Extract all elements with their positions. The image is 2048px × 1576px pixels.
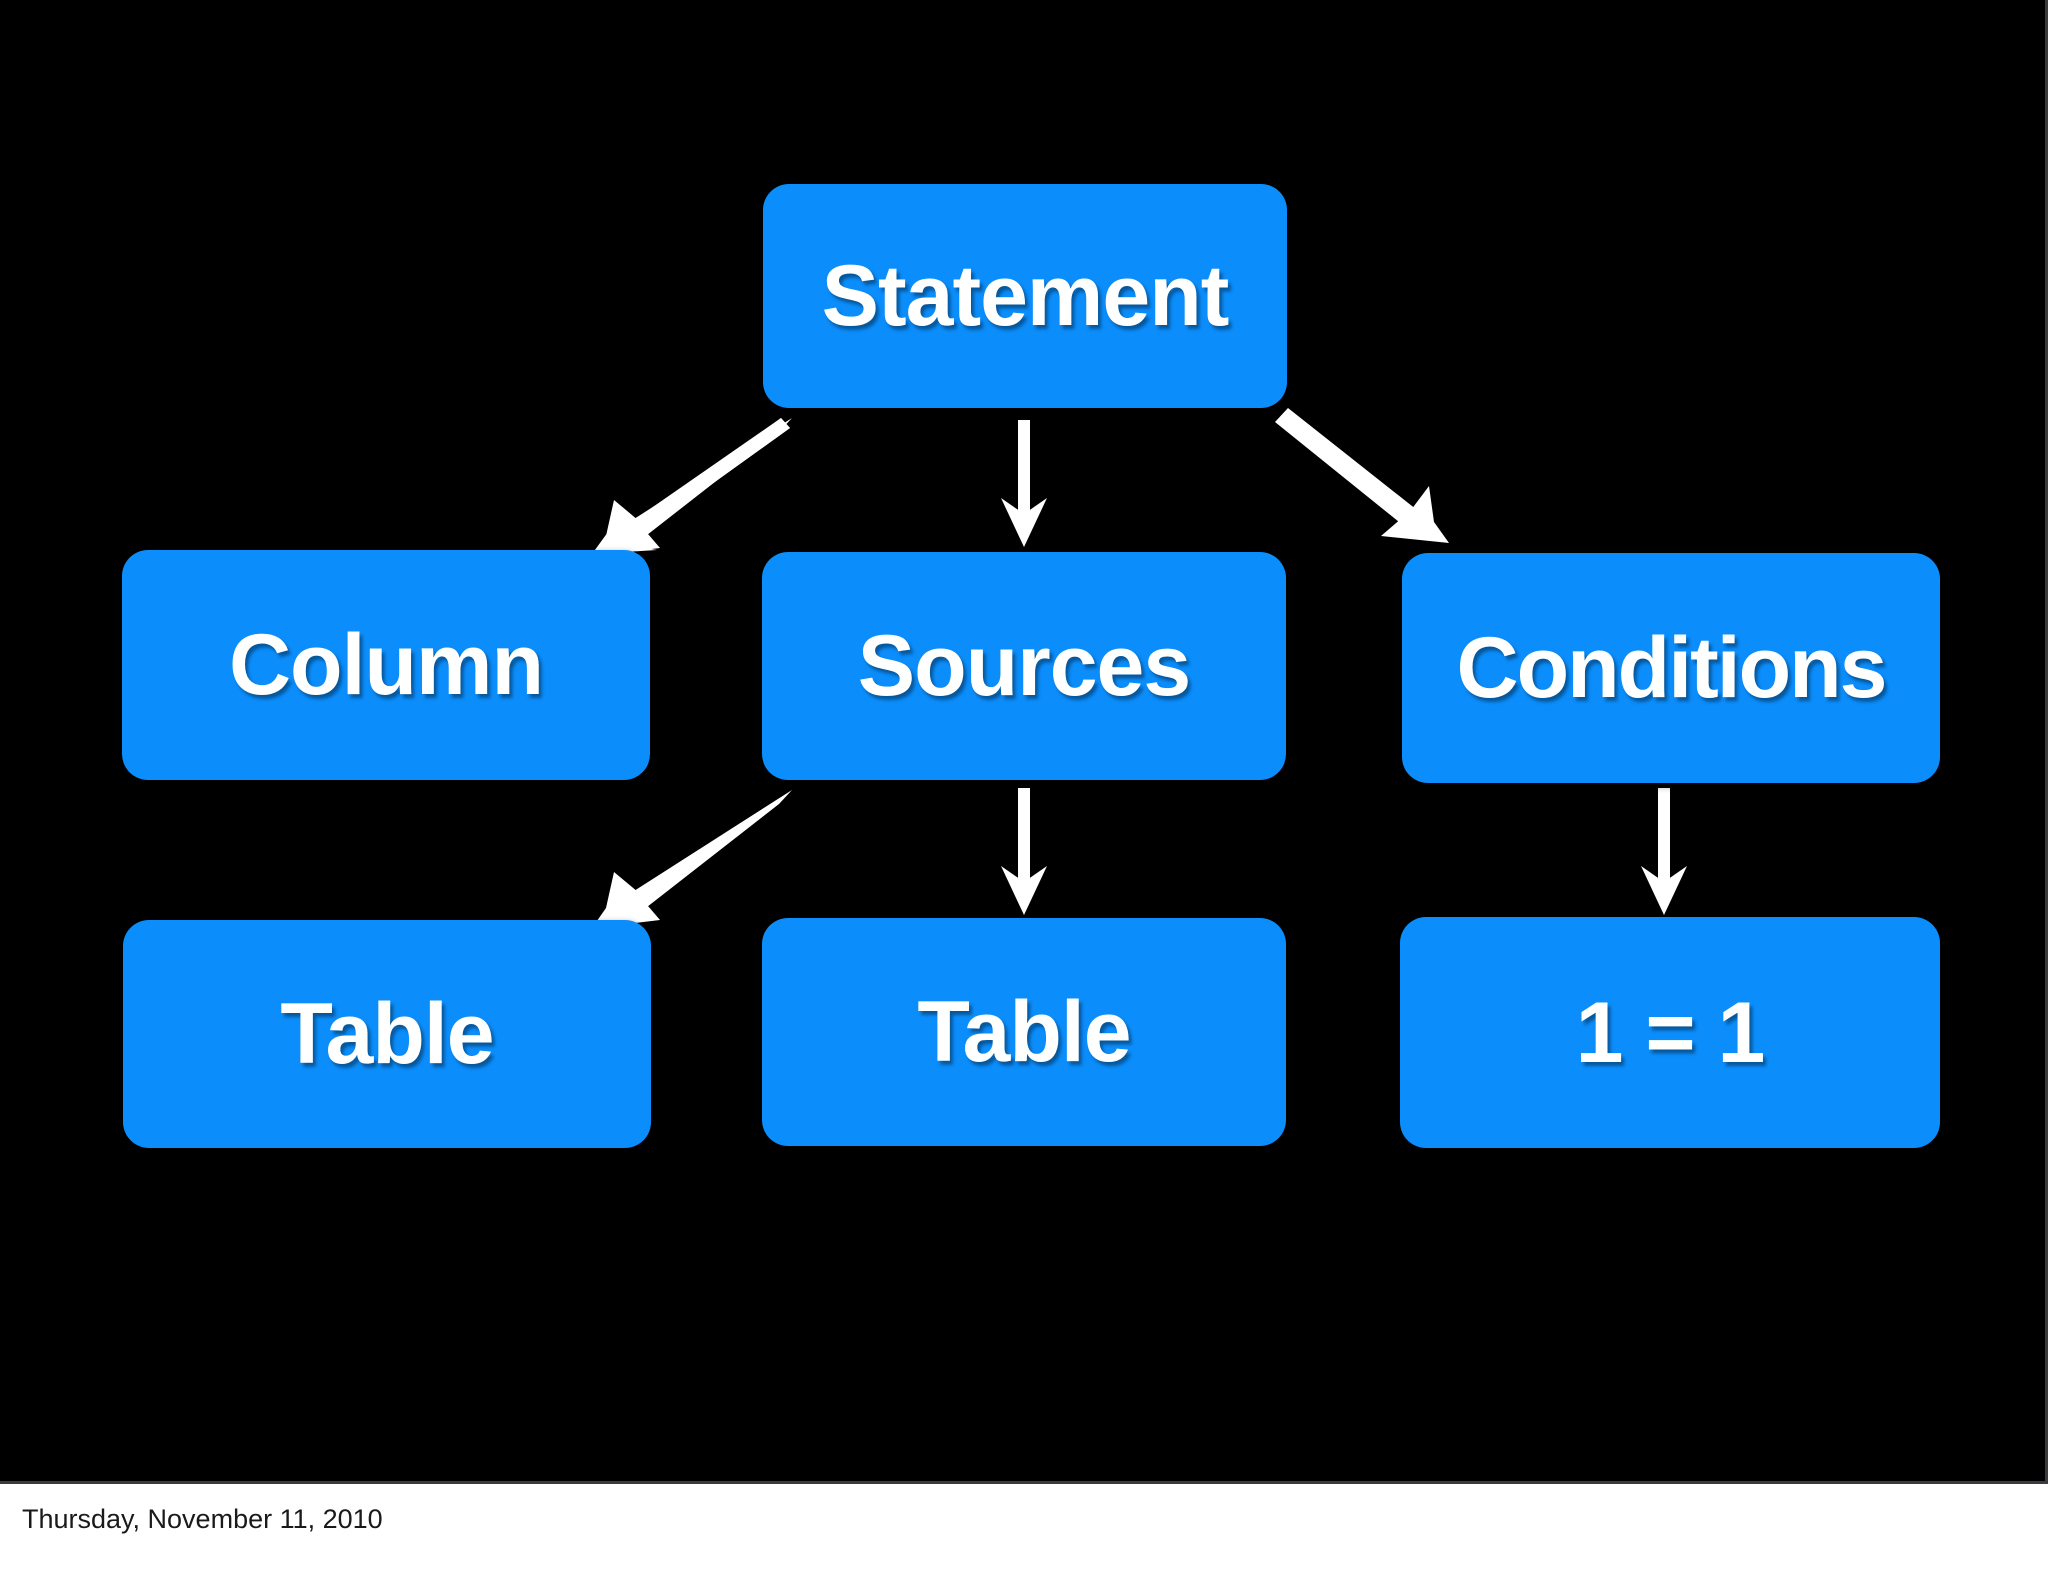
node-table-left-label: Table xyxy=(280,986,494,1082)
arrow-sources-to-table-left xyxy=(592,790,792,928)
slide-canvas: Statement Column Sources Conditions Tabl… xyxy=(0,0,2048,1484)
arrow-statement-to-column xyxy=(592,418,792,556)
footer-date: Thursday, November 11, 2010 xyxy=(22,1504,383,1534)
node-statement-label: Statement xyxy=(821,248,1230,344)
node-column-label: Column xyxy=(228,617,544,713)
arrow-sources-to-table-mid xyxy=(1001,788,1047,915)
arrow-statement-to-sources xyxy=(1001,420,1047,547)
arrow-statement-to-conditions xyxy=(1275,408,1449,543)
node-sources-label: Sources xyxy=(857,618,1191,714)
node-table-mid-label: Table xyxy=(917,984,1131,1080)
node-sources[interactable]: Sources xyxy=(762,552,1286,780)
node-conditions[interactable]: Conditions xyxy=(1402,553,1940,783)
slide-footer: Thursday, November 11, 2010 xyxy=(0,1484,2048,1576)
arrow-conditions-to-one-eq-one xyxy=(1641,788,1687,915)
node-table-mid[interactable]: Table xyxy=(762,918,1286,1146)
node-one-equals-one[interactable]: 1 = 1 xyxy=(1400,917,1940,1148)
node-table-left[interactable]: Table xyxy=(123,920,651,1148)
node-column[interactable]: Column xyxy=(122,550,650,780)
node-conditions-label: Conditions xyxy=(1456,620,1887,716)
node-one-equals-one-label: 1 = 1 xyxy=(1575,984,1766,1081)
node-statement[interactable]: Statement xyxy=(763,184,1287,408)
